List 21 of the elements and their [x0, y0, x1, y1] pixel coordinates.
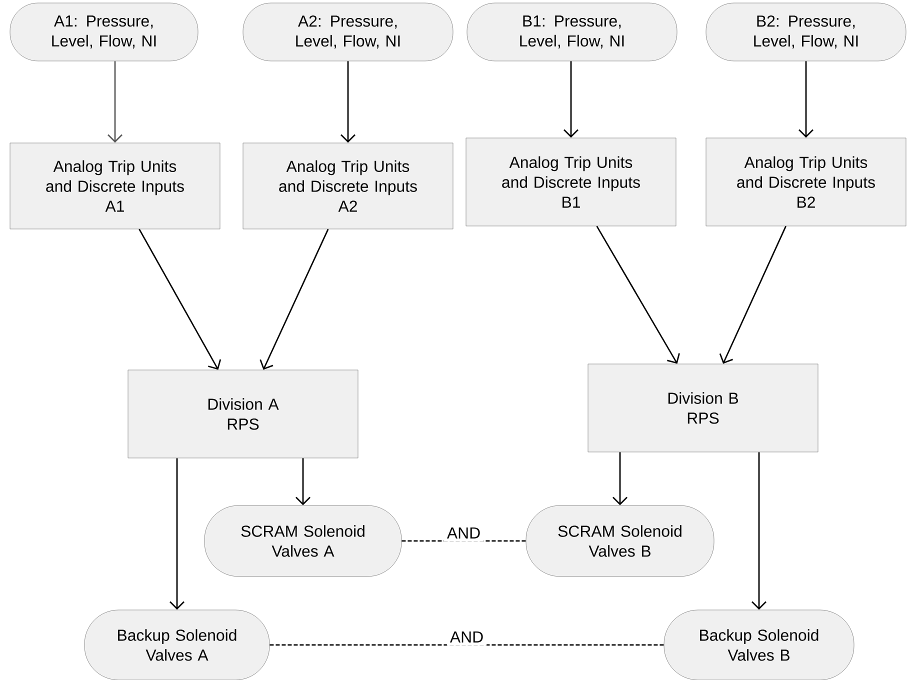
- edge-label: AND: [446, 628, 487, 646]
- arrow: [798, 61, 814, 138]
- process-box: Analog Trip Units and Discrete Inputs A2: [242, 142, 454, 230]
- process-box: Analog Trip Units and Discrete Inputs B2: [706, 138, 906, 226]
- process-box: Division A RPS: [128, 370, 358, 458]
- arrow: [612, 452, 628, 506]
- arrow: [752, 452, 766, 610]
- process-box: Division B RPS: [588, 364, 818, 452]
- arrow: [108, 61, 122, 143]
- dotted-connector: [270, 644, 664, 646]
- arrow: [260, 228, 329, 370]
- arrow: [564, 61, 578, 138]
- arrow: [340, 61, 356, 143]
- process-box: Analog Trip Units and Discrete Inputs B1: [466, 138, 676, 226]
- arrow: [296, 458, 310, 506]
- arrow: [138, 228, 222, 370]
- arrow: [596, 226, 680, 364]
- edge-label: AND: [444, 524, 484, 542]
- process-box: Analog Trip Units and Discrete Inputs A1: [10, 142, 220, 230]
- arrow: [170, 458, 184, 610]
- arrow: [719, 226, 786, 364]
